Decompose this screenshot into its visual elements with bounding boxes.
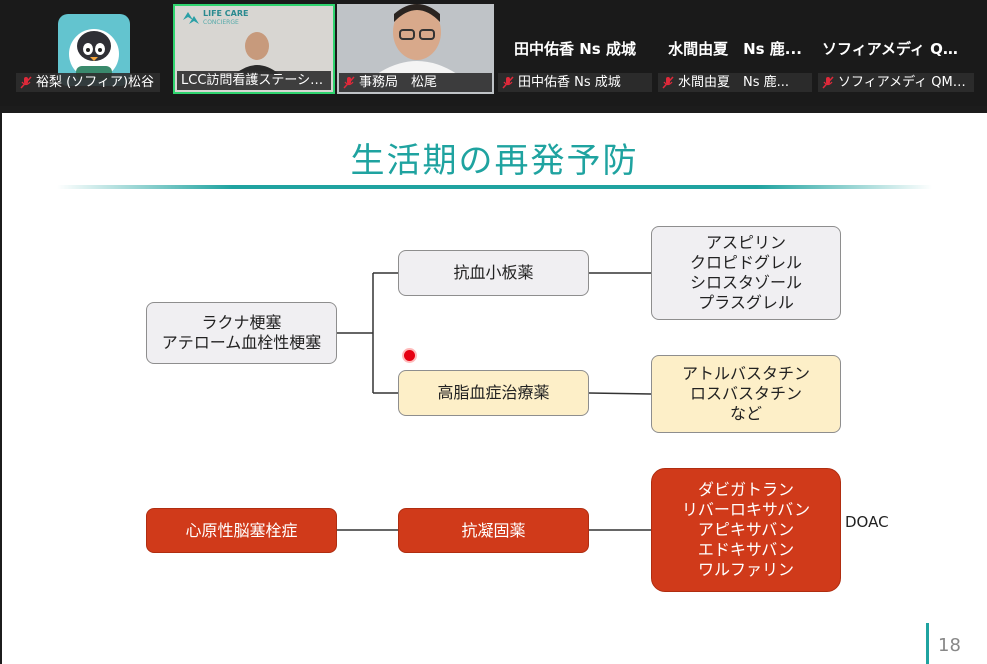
page-number-accent — [926, 623, 929, 664]
mic-muted-icon — [20, 76, 32, 89]
participant-tile-2-active-speaker[interactable]: LIFE CARE CONCIERGE LCC訪問看護ステーショ... — [173, 4, 335, 94]
mic-muted-icon — [822, 76, 834, 89]
participant-tile-1[interactable]: 裕梨 (ソフィア)松谷 — [14, 4, 162, 94]
participant-name-3: 事務局 松尾 — [339, 73, 492, 92]
participant-tile-5[interactable]: 水間由夏 Ns 鹿... 水間由夏 Ns 鹿... — [656, 4, 814, 94]
laser-pointer — [404, 350, 415, 361]
mic-muted-icon — [502, 76, 514, 89]
title-underline — [57, 185, 932, 189]
slide-title: 生活期の再発予防 — [350, 141, 639, 181]
statin-list: アトルバスタチン ロスバスタチン など — [651, 355, 841, 433]
anticoagulant-drug-list: ダビガトラン リバーロキサバン アピキサバン エドキサバン ワルファリン — [651, 468, 841, 592]
life-care-logo: LIFE CARE CONCIERGE — [179, 8, 259, 30]
participant-video-2 — [235, 28, 279, 74]
participant-name-4: 田中佑香 Ns 成城 — [498, 73, 652, 92]
participant-strip: 裕梨 (ソフィア)松谷 LIFE CARE CONCIERGE LCC訪問看護ス… — [0, 0, 987, 106]
doac-label: DOAC — [845, 513, 889, 531]
participant-display-name-5: 水間由夏 Ns 鹿... — [668, 40, 802, 58]
participant-tile-4[interactable]: 田中佑香 Ns 成城 田中佑香 Ns 成城 — [496, 4, 654, 94]
shared-slide: 生活期の再発予防 ラクナ梗塞 アテローム血栓性梗塞 抗血小板薬 アスピリン クロ… — [2, 113, 987, 664]
participant-name-6: ソフィアメディ QM推... — [818, 73, 974, 92]
mic-muted-icon — [662, 76, 674, 89]
participant-name-5: 水間由夏 Ns 鹿... — [658, 73, 812, 92]
participant-display-name-4: 田中佑香 Ns 成城 — [514, 40, 636, 58]
mic-muted-icon — [343, 76, 355, 89]
participant-tile-6[interactable]: ソフィアメディ QM... ソフィアメディ QM推... — [816, 4, 976, 94]
participant-display-name-6: ソフィアメディ QM... — [822, 40, 975, 58]
page-number: 18 — [938, 635, 961, 656]
participant-name-1: 裕梨 (ソフィア)松谷 — [16, 73, 160, 92]
anticoagulant-box: 抗凝固薬 — [398, 508, 589, 553]
antiplatelet-drug-list: アスピリン クロピドグレル シロスタゾール プラスグレル — [651, 226, 841, 320]
participant-video-3 — [372, 4, 462, 74]
lacunar-atherothrombotic-box: ラクナ梗塞 アテローム血栓性梗塞 — [146, 302, 337, 364]
participant-name-2: LCC訪問看護ステーショ... — [177, 71, 331, 90]
lipid-lowering-box: 高脂血症治療薬 — [398, 370, 589, 416]
cardioembolic-box: 心原性脳塞栓症 — [146, 508, 337, 553]
antiplatelet-box: 抗血小板薬 — [398, 250, 589, 296]
participant-tile-3[interactable]: 事務局 松尾 — [337, 4, 494, 94]
